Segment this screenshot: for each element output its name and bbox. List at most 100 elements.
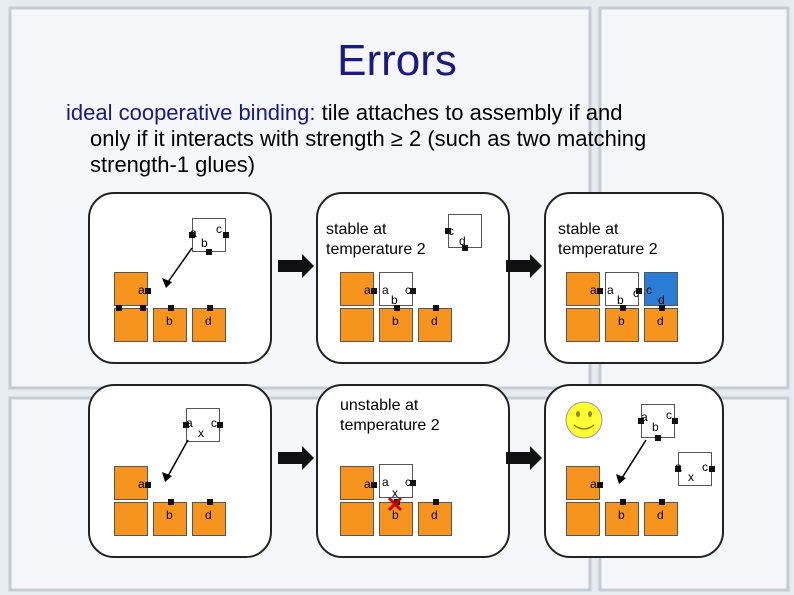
stable-note-line-2: temperature 2 bbox=[326, 241, 426, 258]
assembly-tile bbox=[566, 272, 600, 306]
glue-east bbox=[223, 232, 229, 238]
glue-label: b bbox=[652, 420, 659, 434]
glue-label: d bbox=[657, 314, 664, 328]
definition-line-3: strength-1 glues) bbox=[90, 152, 256, 177]
glue-label: x bbox=[198, 426, 204, 440]
assembly-tile bbox=[114, 466, 148, 500]
glue-east bbox=[597, 288, 603, 294]
mismatched-tile bbox=[379, 464, 413, 498]
glue-label: d bbox=[657, 508, 664, 522]
assembly-tile bbox=[114, 502, 148, 536]
glue-south bbox=[206, 249, 212, 255]
assembly-tile bbox=[192, 502, 226, 536]
assembly-tile bbox=[153, 308, 187, 342]
glue-label: c bbox=[216, 222, 222, 236]
glue-label: c bbox=[702, 460, 708, 474]
definition-text: ideal cooperative binding: tile attaches… bbox=[66, 100, 746, 178]
definition-line-2: only if it interacts with strength ≥ 2 (… bbox=[90, 126, 647, 151]
glue-east bbox=[145, 482, 151, 488]
glue-west bbox=[183, 422, 189, 428]
attached-tile bbox=[379, 272, 413, 306]
definition-term: ideal cooperative binding: bbox=[66, 100, 316, 125]
glue-label: a bbox=[138, 283, 145, 297]
assembly-tile bbox=[566, 502, 600, 536]
assembly-tile bbox=[418, 308, 452, 342]
glue-label: a bbox=[364, 477, 371, 491]
glue-label: a bbox=[590, 477, 597, 491]
assembly-tile bbox=[566, 308, 600, 342]
glue-label: d bbox=[205, 508, 212, 522]
glue-label: c bbox=[405, 283, 411, 297]
glue-label: b bbox=[201, 236, 208, 250]
glue-east bbox=[371, 482, 377, 488]
glue-label: a bbox=[364, 283, 371, 297]
glue-label: a bbox=[382, 283, 389, 297]
glue-label: d bbox=[205, 314, 212, 328]
glue-stub bbox=[116, 305, 122, 311]
glue-label: c bbox=[211, 416, 217, 430]
glue-east bbox=[672, 418, 678, 424]
glue-label: c bbox=[646, 283, 652, 297]
glue-east bbox=[145, 288, 151, 294]
glue-label: b bbox=[392, 508, 399, 522]
glue-north bbox=[433, 499, 439, 505]
unstable-note: unstable at temperature 2 bbox=[340, 396, 440, 436]
glue-east bbox=[709, 466, 715, 472]
glue-label: b bbox=[166, 314, 173, 328]
rejected-tile bbox=[678, 452, 712, 486]
stable-note-line-2: temperature 2 bbox=[558, 241, 658, 258]
glue-label: b bbox=[618, 314, 625, 328]
glue-label: d bbox=[459, 234, 466, 248]
glue-north bbox=[207, 499, 213, 505]
glue-north bbox=[620, 305, 626, 311]
glue-label: a bbox=[607, 283, 614, 297]
glue-label: a bbox=[675, 460, 682, 474]
glue-south bbox=[655, 435, 661, 441]
glue-label: b bbox=[618, 508, 625, 522]
unstable-note-line-2: temperature 2 bbox=[340, 417, 440, 434]
glue-label: a bbox=[382, 475, 389, 489]
glue-label: a bbox=[641, 410, 648, 424]
glue-label: b bbox=[617, 293, 624, 307]
stable-note-line-1: stable at bbox=[326, 221, 387, 238]
glue-label: b bbox=[392, 314, 399, 328]
stable-note: stable at temperature 2 bbox=[558, 220, 658, 260]
assembly-tile bbox=[192, 308, 226, 342]
glue-label: a bbox=[190, 226, 197, 240]
glue-west bbox=[638, 418, 644, 424]
glue-stub bbox=[140, 305, 146, 311]
assembly-tile bbox=[566, 466, 600, 500]
assembly-tile bbox=[605, 502, 639, 536]
glue-label: x bbox=[688, 470, 694, 484]
glue-label: b bbox=[166, 508, 173, 522]
glue-north bbox=[659, 305, 665, 311]
glue-east bbox=[217, 422, 223, 428]
assembly-tile bbox=[114, 308, 148, 342]
glue-west bbox=[675, 466, 681, 472]
glue-north bbox=[168, 499, 174, 505]
assembly-tile bbox=[114, 272, 148, 306]
assembly-tile bbox=[418, 502, 452, 536]
glue-label: b bbox=[391, 293, 398, 307]
glue-label: c bbox=[666, 408, 672, 422]
stable-note-line-1: stable at bbox=[558, 221, 619, 238]
glue-north bbox=[394, 305, 400, 311]
glue-label: c bbox=[405, 475, 411, 489]
glue-label: x bbox=[392, 486, 398, 500]
glue-east bbox=[410, 480, 416, 486]
assembly-tile bbox=[644, 502, 678, 536]
glue-label: a bbox=[138, 477, 145, 491]
glue-north bbox=[659, 499, 665, 505]
glue-south bbox=[462, 245, 468, 251]
glue-label: c bbox=[633, 286, 639, 300]
glue-label: a bbox=[590, 283, 597, 297]
glue-east bbox=[371, 288, 377, 294]
glue-label: d bbox=[658, 293, 665, 307]
